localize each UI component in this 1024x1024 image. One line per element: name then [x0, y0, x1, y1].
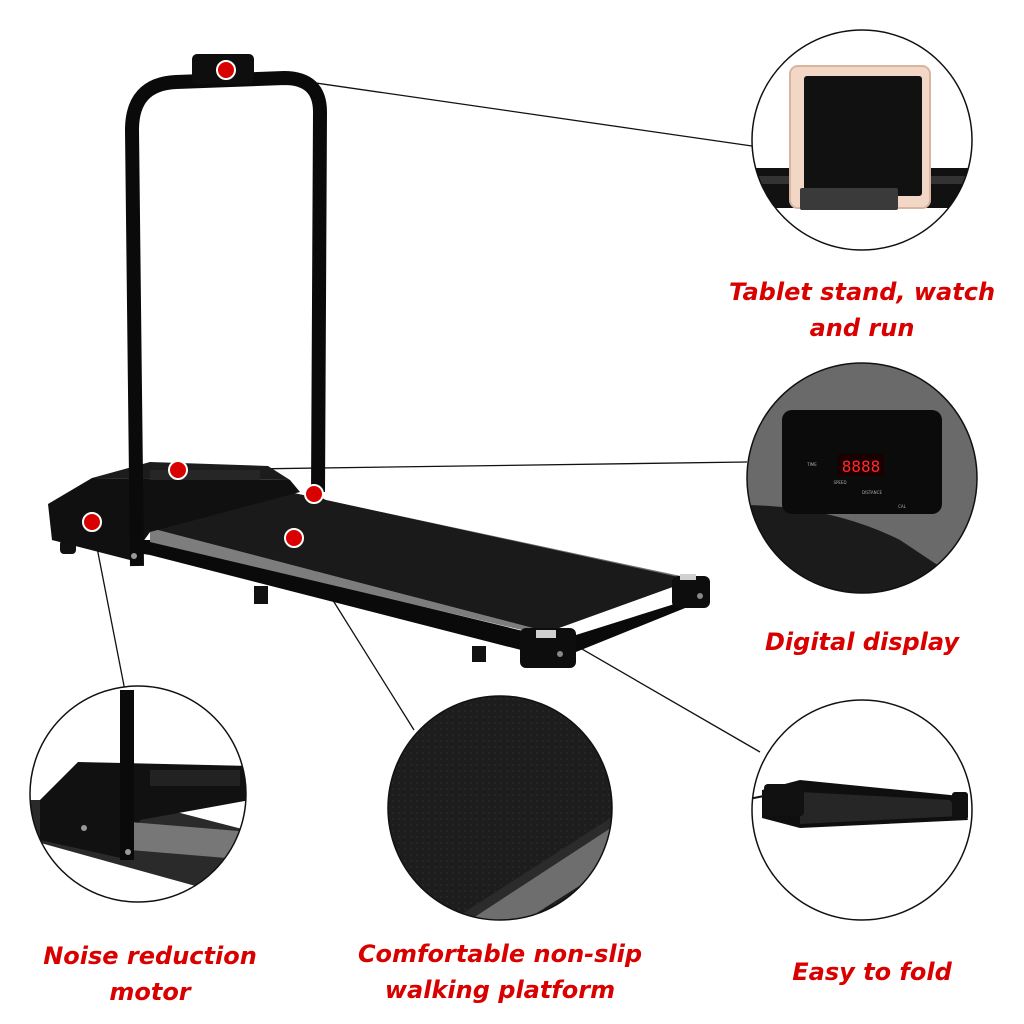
caption-walking-platform: Comfortable non-slip walking platform	[330, 936, 670, 1008]
zoom-circle-display: 8888 TIME SPEED DISTANCE CAL	[746, 362, 978, 594]
caption-digital-display: Digital display	[732, 624, 992, 660]
motor-housing	[48, 478, 300, 560]
caption-noise-motor: Noise reduction motor	[20, 938, 280, 1010]
caption-platform-line1: Comfortable non-slip	[357, 940, 643, 968]
hotspot-markers	[82, 60, 324, 548]
caption-easy-fold: Easy to fold	[752, 954, 992, 990]
zoom-circle-motor	[29, 685, 247, 903]
console-label-speed: SPEED	[833, 480, 846, 485]
rear-label-far	[680, 574, 696, 580]
foot-left	[254, 586, 268, 604]
zoom-circle-fold	[751, 699, 973, 921]
walking-belt	[150, 486, 692, 632]
rear-label	[536, 630, 556, 638]
rear-cap-far	[672, 576, 710, 608]
marker-fold	[304, 484, 324, 504]
caption-motor-line1: Noise reduction	[43, 942, 257, 970]
caption-tablet-stand: Tablet stand, watch and run	[712, 274, 1012, 346]
console-label-distance: DISTANCE	[862, 490, 882, 495]
caption-tablet-line2: and run	[809, 314, 915, 342]
foot-right	[472, 646, 486, 662]
caption-platform-line2: walking platform	[384, 976, 616, 1004]
display-recess	[150, 470, 260, 480]
console-label-cal: CAL	[898, 504, 907, 509]
zoom-circle-belt	[387, 695, 613, 921]
led-readout: 8888	[842, 457, 881, 476]
side-rail	[150, 528, 564, 640]
caption-display-line1: Digital display	[764, 628, 959, 656]
marker-motor	[82, 512, 102, 532]
handlebar-frame	[125, 71, 327, 567]
marker-belt	[284, 528, 304, 548]
marker-display	[168, 460, 188, 480]
leader-lines	[91, 69, 761, 753]
zoom-circle-tablet	[751, 29, 973, 251]
treadmill-main	[48, 54, 710, 668]
led-screen	[838, 454, 884, 476]
caption-fold-line1: Easy to fold	[792, 958, 952, 986]
marker-tablet	[216, 60, 236, 80]
caption-motor-line2: motor	[109, 978, 191, 1006]
caption-tablet-line1: Tablet stand, watch	[728, 278, 996, 306]
console-label-time: TIME	[806, 462, 817, 467]
rear-cap-right	[520, 628, 576, 668]
base-frame	[52, 540, 700, 660]
